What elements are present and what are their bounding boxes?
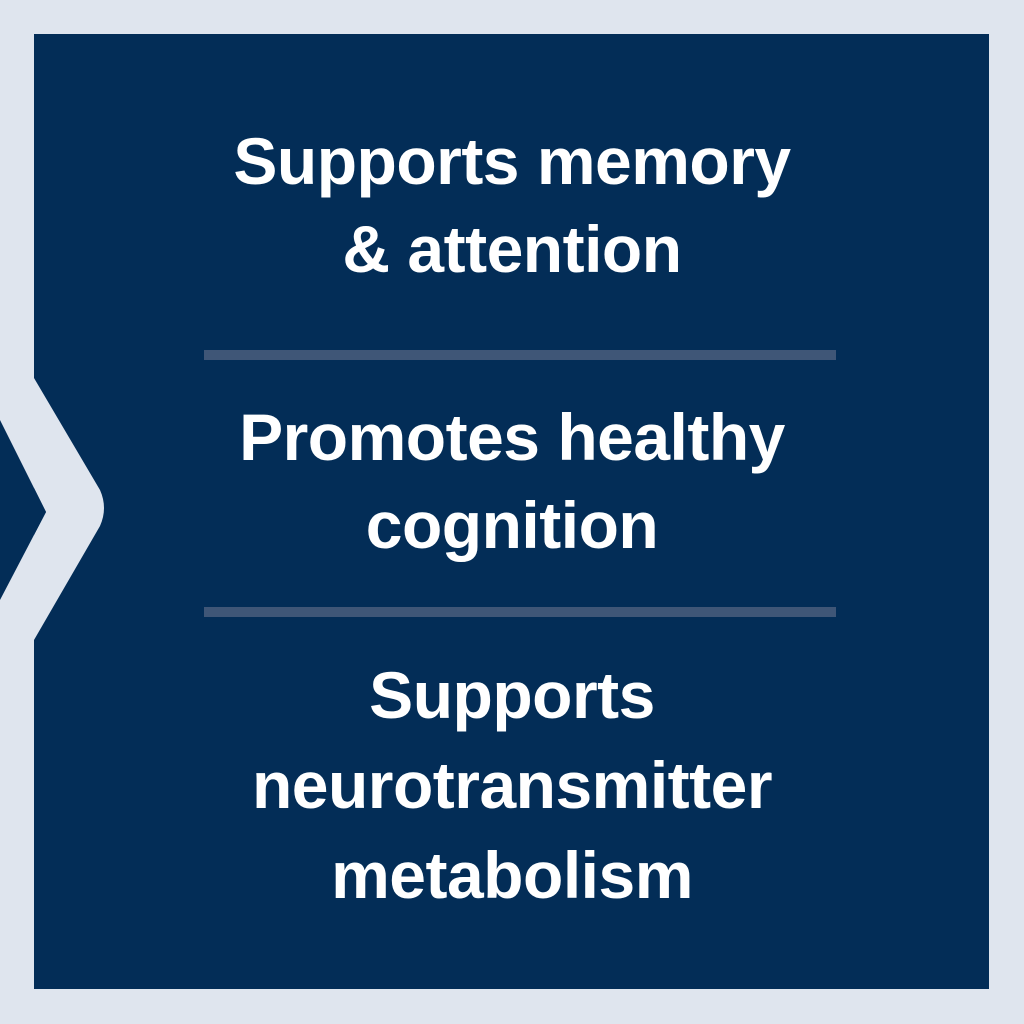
benefit-1-line-2: & attention [342, 212, 682, 286]
divider-1 [204, 350, 836, 360]
benefits-panel [34, 34, 989, 989]
benefit-2-line-1: Promotes healthy [239, 400, 785, 474]
benefit-3-line-3: metabolism [331, 838, 693, 912]
benefit-1-line-1: Supports memory [233, 124, 791, 198]
benefit-3-line-2: neurotransmitter [251, 748, 773, 822]
benefit-3-line-1: Supports [369, 658, 655, 732]
benefit-2-line-2: cognition [365, 488, 659, 562]
divider-2 [204, 607, 836, 617]
